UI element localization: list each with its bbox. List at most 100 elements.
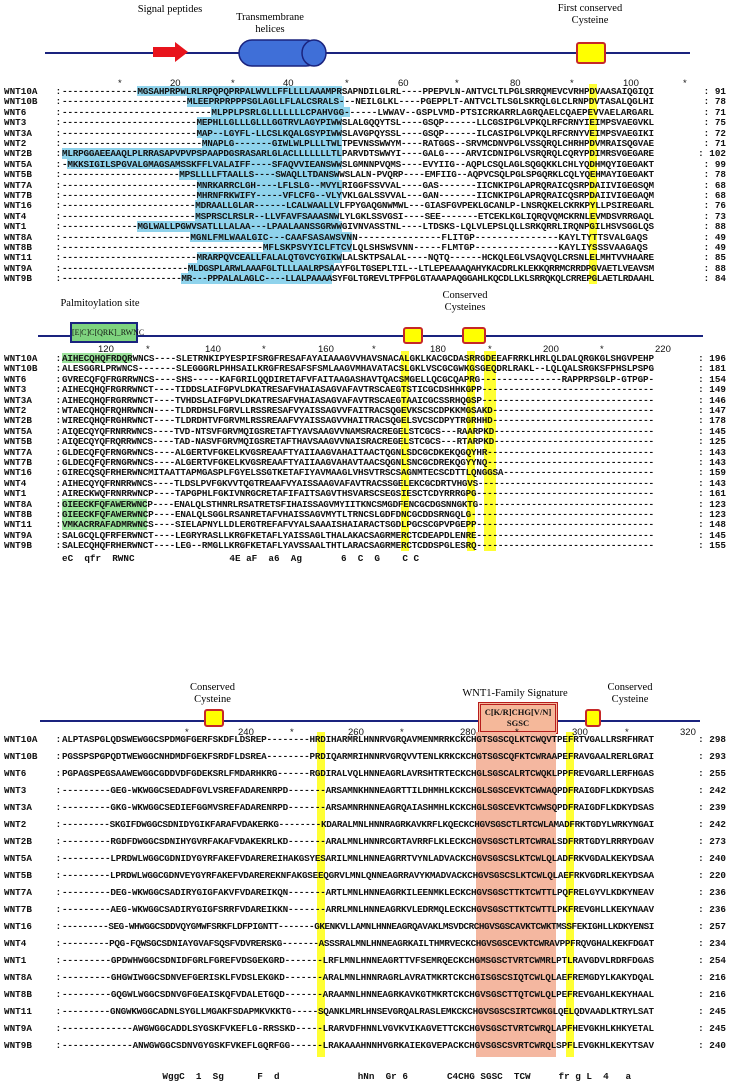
sequence-name: WNT8A (4, 231, 32, 243)
sequence-end-position: : 273 (698, 836, 726, 847)
sequence: ---------LPRDWLWGGCGDNVEYGYRFAKEFVDARERE… (62, 870, 654, 881)
signal-tm-highlight (196, 252, 342, 263)
separator: : (50, 353, 62, 364)
conserved-cysteine-column (467, 351, 475, 551)
signature-motif-1: C[K/R]CHG[V/N] (484, 707, 552, 717)
sequence: AIHECQHQFRGRRWNCT----TIDDSLAIFGPVLDKATRE… (62, 384, 654, 396)
alignment-row: WNT4 :---------PQG-FQWSGCSDNIAYGVAFSQSFV… (4, 938, 726, 949)
sequence-name: WNT8A (4, 972, 32, 983)
sequence-end-position: : 145 (698, 425, 726, 437)
separator: : (50, 1040, 62, 1051)
ruler-mark: * (372, 344, 376, 355)
sequence: -------------ANWGWGGCSDNVGYGSKFVKEFLGQRF… (62, 1040, 654, 1051)
ruler-mark: 40 (283, 78, 294, 89)
sequence-end-position: : 149 (698, 384, 726, 396)
alignment-row: WNT3A :-------------------------MAP--LGY… (4, 128, 726, 139)
signal-peptide-arrow-icon (153, 42, 188, 62)
alignment-row: WNT5A :---------LPRDWLWGGCGDNIDYGYRFAKEF… (4, 853, 726, 864)
separator: : (50, 921, 62, 932)
sequence-name: WNT2B (4, 148, 32, 160)
signature-motif-2: SGSC (506, 718, 530, 728)
sequence-name: WNT3 (4, 117, 27, 129)
sequence: ---------SEG-WHWGGCSDDVQYGMWFSRKFLDFPIGN… (62, 921, 654, 932)
sequence-end-position: : 75 (703, 117, 726, 129)
sequence-end-position: : 216 (698, 972, 726, 983)
ruler-mark: * (231, 78, 235, 89)
sequence: GIRECQSQFRHERWNCMITAATTAPMGASPLFGYELSSGT… (62, 467, 654, 479)
sequence: ---------GKG-WKWGGCSEDIEFGGMVSREFADARENR… (62, 802, 654, 813)
sequence-end-position: : 84 (703, 273, 726, 285)
sequence-end-position: : 236 (698, 904, 726, 915)
separator: : (50, 86, 62, 97)
conserved-cysteine-column (589, 84, 597, 284)
separator: : (50, 117, 62, 129)
sequence: ---------GQGWLWGGCSDNVGFGEAISKQFVDALETGQ… (62, 989, 654, 1000)
alignment-row: WNT7B :-------------------------MHRNFRKW… (4, 190, 726, 201)
ruler-mark: * (625, 727, 629, 738)
sequence-end-position: : 146 (698, 394, 726, 406)
sequence: SALECQHQFRHERWNCT----LEG--RMGLLKRGFKETAF… (62, 540, 654, 552)
separator: : (50, 488, 62, 500)
cysteine-marker (462, 327, 486, 344)
sequence-end-position: : 49 (703, 231, 726, 243)
sequence: SALGCQLQFRFERWNCT----LEGRYRASLLKRGFKETAF… (62, 529, 654, 541)
transmembrane-helix-icon (238, 39, 327, 67)
separator: : (50, 972, 62, 983)
ruler-mark: * (146, 344, 150, 355)
sequence-name: WNT2 (4, 405, 27, 416)
separator: : (50, 989, 62, 1000)
sequence-name: WNT11 (4, 519, 32, 531)
sequence-name: WNT8A (4, 498, 32, 510)
ruler-mark: * (488, 344, 492, 355)
alignment-row: WNT4 :-------------------------MSPRSCLRS… (4, 211, 726, 222)
alignment-row: WNT10B :PGSSPSPGPQDTWEWGGCNHDMDFGEKFSRDF… (4, 751, 726, 762)
separator: : (50, 210, 62, 222)
alignment-row: WNT5A :-MKKSIGILSPGVALGMAGSAMSSKFFLVALAI… (4, 159, 726, 170)
signal-tm-highlight (211, 106, 350, 118)
sequence: ---------GHGWIWGGCSDNVEFGERISKLFVDSLEKGK… (62, 972, 654, 983)
sequence: ALESGGRLPRWNCS-------SLEGGGRLPHHSAILKRGF… (62, 363, 654, 375)
sequence-end-position: : 73 (703, 210, 726, 222)
ruler-mark: * (683, 78, 687, 89)
sequence-name: WNT9A (4, 529, 32, 541)
ruler-mark: * (262, 344, 266, 355)
separator: : (50, 138, 62, 149)
ruler-mark: * (345, 78, 349, 89)
separator: : (50, 127, 62, 139)
sequence-name: WNT3A (4, 394, 32, 406)
separator: : (50, 1023, 62, 1034)
alignment-row: WNT6 :GVRECQFQFRGRRWNCS----SHS-----KAFGR… (4, 373, 726, 385)
sequence-name: WNT1 (4, 955, 27, 966)
alignment-row: WNT8B :---------GQGWLWGGCSDNVGFGEAISKQFV… (4, 989, 726, 1000)
wnt1-signature-highlight (476, 732, 556, 1057)
ruler-mark: 120 (98, 344, 114, 355)
domain-line-low (40, 720, 700, 722)
sequence: -MKKSIGILSPGVALGMAGSAMSSKFFLVALAIFF----S… (62, 158, 654, 170)
sequence: -----------------------MLEEPRPRPPPSGLAGL… (62, 96, 654, 108)
sequence: ---------GPDWHWGGCSDNIDFGRLFGREFVDSGEKGR… (62, 955, 654, 966)
signal-peptides-label: Signal peptides (137, 4, 203, 15)
sequence: -------------------------MRARPQVCEALLFAL… (62, 252, 654, 264)
alignment-row: WNT6 :PGPAGSPEGSAAWEWGGCGDDVDFGDEKSRLFMD… (4, 768, 726, 779)
sequence: AIHECQHQFRDQRWNCS----SLETRNKIPYESPIFSRGF… (62, 353, 654, 364)
sequence-end-position: : 143 (698, 446, 726, 458)
separator: : (50, 955, 62, 966)
sequence-name: WNT6 (4, 106, 27, 118)
separator: : (50, 751, 62, 762)
sequence: ---------DEG-WKWGGCSADIRYGIGFAKVFVDAREIK… (62, 887, 654, 898)
sequence-name: WNT6 (4, 373, 27, 385)
sequence-end-position: : 242 (698, 785, 726, 796)
palmitoylation-highlight (62, 353, 132, 364)
alignment-row: WNT3A :AIHECQHQFRGRRWNCT----TVHDSLAIFGPV… (4, 394, 726, 406)
sequence: MLRPGGAEEAAQLPLRRASAPVPVPSPAAPDGSRASARLG… (62, 148, 654, 160)
alignment-row: WNT7A :---------DEG-WKWGGCSADIRYGIGFAKVF… (4, 887, 726, 898)
sequence-end-position: : 154 (698, 373, 726, 385)
ruler-mark: 20 (170, 78, 181, 89)
sequence: -------------------------MDRAALLGLAR----… (62, 200, 654, 212)
wnt1-signature-label: WNT1-Family Signature (462, 688, 568, 699)
alignment-row: WNT3 :AIHECQHQFRGRRWNCT----TIDDSLAIFGPVL… (4, 384, 726, 395)
sequence-name: WNT10B (4, 751, 38, 762)
conserved-cysteine-label: Conserved Cysteine (190, 682, 235, 705)
alignment-row: WNT2 :WTAECQHQFRQHRWNCN----TLDRDHSLFGRVL… (4, 405, 726, 416)
